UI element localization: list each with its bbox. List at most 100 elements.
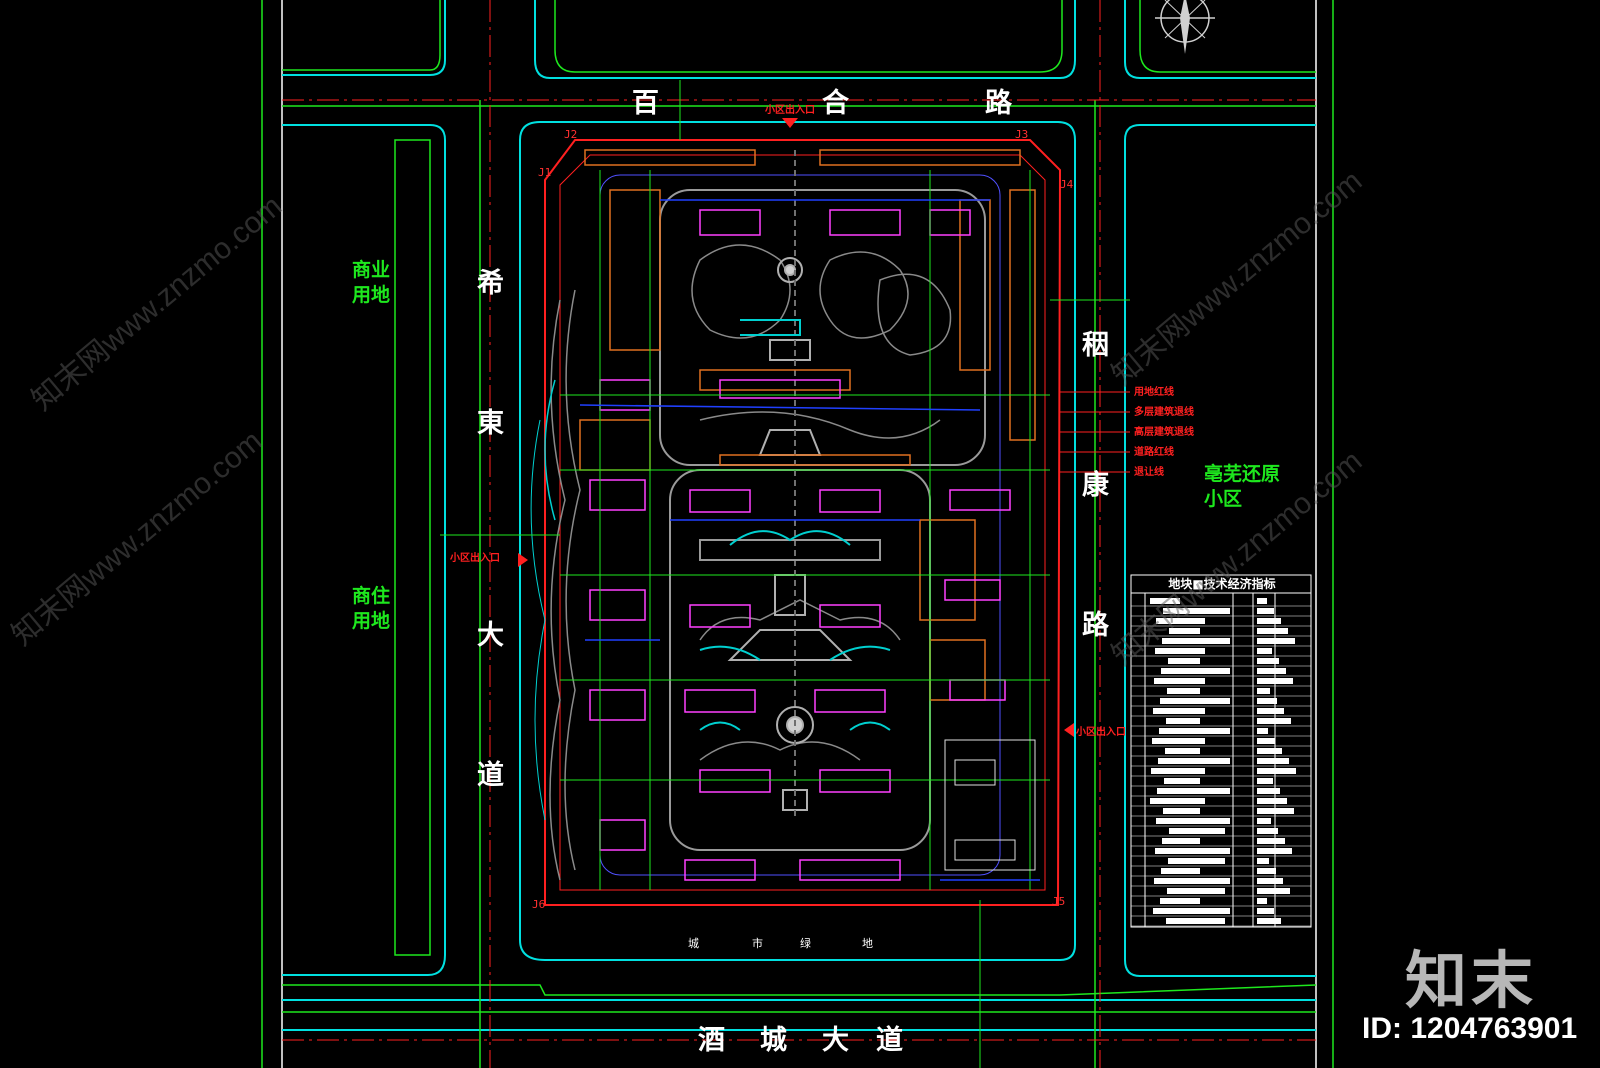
table-row-value — [1257, 858, 1269, 864]
table-row-text — [1154, 878, 1230, 884]
table-row-text — [1151, 768, 1205, 774]
table-row-value — [1257, 678, 1293, 684]
legend-item: 道路红线 — [1134, 447, 1174, 458]
table-row-value — [1257, 898, 1267, 904]
table-row-value — [1257, 888, 1290, 894]
table-row-text — [1165, 748, 1200, 754]
watermark-logo: 知末 — [1405, 944, 1538, 1017]
table-row-text — [1166, 918, 1225, 924]
table-row-text — [1159, 728, 1230, 734]
table-row-value — [1257, 648, 1272, 654]
junction-label: J1 — [538, 166, 552, 179]
table-row-text — [1152, 738, 1205, 744]
table-row-value — [1257, 828, 1278, 834]
legend-item: 高层建筑退线 — [1134, 427, 1194, 438]
land-use-commercial-residential: 商住 用地 — [352, 585, 391, 632]
table-row-text — [1163, 608, 1230, 614]
land-use-neighbor-district: 亳芜还原 小区 — [1204, 463, 1281, 510]
service-block — [944, 739, 1036, 871]
table-row-text — [1157, 788, 1230, 794]
table-row-value — [1257, 598, 1267, 604]
table-row-text — [1158, 758, 1230, 764]
table-row-value — [1257, 918, 1281, 924]
table-row-value — [1257, 778, 1273, 784]
table-row-value — [1257, 628, 1288, 634]
table-row-value — [1257, 688, 1270, 694]
building-magenta-blocks — [589, 209, 1011, 881]
junction-label: J3 — [1015, 128, 1029, 141]
table-row-value — [1257, 738, 1275, 744]
table-row-value — [1257, 698, 1277, 704]
table-row-value — [1257, 728, 1268, 734]
drawing-frame — [261, 0, 1334, 1068]
table-row-text — [1156, 818, 1230, 824]
table-row-text — [1154, 678, 1205, 684]
landscape-areas — [549, 244, 952, 881]
table-row-value — [1257, 668, 1286, 674]
legend-leader-lines — [1060, 391, 1130, 473]
road-name-south-4: 道 — [876, 1025, 903, 1056]
legend-item: 多层建筑退线 — [1134, 407, 1194, 418]
green-grid-lines — [440, 80, 1130, 1068]
entrance-arrow-icon — [518, 118, 1074, 737]
table-row-text — [1169, 828, 1225, 834]
table-row-text — [1167, 688, 1200, 694]
land-use-commercial: 商业 用地 — [352, 259, 391, 306]
table-row-value — [1257, 798, 1287, 804]
road-name-east-1: 秵 — [1082, 330, 1109, 361]
legend-item: 退让线 — [1134, 467, 1164, 478]
table-row-text — [1164, 778, 1200, 784]
road-name-east-2: 康 — [1082, 470, 1109, 501]
junction-label: J5 — [1052, 895, 1066, 908]
entrance-label-east: 小区出入口 — [1076, 727, 1126, 738]
table-row-value — [1257, 908, 1274, 914]
table-row-text — [1166, 718, 1200, 724]
south-strip-label-1: 城 — [688, 937, 699, 950]
road-name-north-3: 路 — [985, 88, 1012, 119]
road-edges — [282, 0, 1316, 1031]
table-row-text — [1162, 638, 1230, 644]
entrance-label-west: 小区出入口 — [450, 553, 500, 564]
water-features — [530, 319, 891, 821]
technical-table-title: 地块■技术经济指标 — [1168, 577, 1276, 591]
technical-table-rows — [1131, 598, 1311, 927]
building-orange-rows — [579, 149, 1036, 701]
road-name-west-4: 道 — [477, 760, 504, 791]
junction-label: J6 — [532, 898, 546, 911]
table-row-text — [1160, 698, 1230, 704]
entrance-label-north: 小区出入口 — [765, 105, 815, 116]
table-row-value — [1257, 748, 1282, 754]
road-name-north-1: 百 — [632, 88, 659, 119]
road-name-north-2: 合 — [822, 88, 849, 119]
table-row-text — [1167, 888, 1225, 894]
legend-item: 用地红线 — [1134, 387, 1174, 398]
table-row-text — [1161, 668, 1230, 674]
table-row-value — [1257, 768, 1296, 774]
table-row-text — [1162, 838, 1200, 844]
south-strip-label-4: 地 — [862, 937, 873, 950]
south-strip-label-3: 绿 — [800, 937, 811, 950]
table-row-value — [1257, 718, 1291, 724]
road-name-south-3: 大 — [822, 1025, 849, 1056]
table-row-text — [1155, 648, 1205, 654]
table-row-text — [1169, 628, 1200, 634]
table-row-text — [1168, 658, 1200, 664]
blue-lines — [579, 199, 1040, 881]
junction-label: J4 — [1060, 178, 1074, 191]
table-row-text — [1153, 908, 1230, 914]
junction-label: J2 — [564, 128, 578, 141]
table-row-value — [1257, 658, 1279, 664]
road-name-east-3: 路 — [1082, 610, 1109, 641]
north-arrow-icon — [1155, 0, 1215, 54]
road-center-lines — [282, 0, 1316, 1068]
road-name-south-2: 城 — [760, 1025, 787, 1056]
south-strip-label-2: 市 — [752, 937, 763, 950]
table-row-text — [1161, 868, 1200, 874]
table-row-value — [1257, 708, 1284, 714]
table-row-value — [1257, 868, 1276, 874]
road-name-south-1: 酒 — [698, 1025, 725, 1056]
table-row-text — [1163, 808, 1200, 814]
table-row-value — [1257, 818, 1271, 824]
table-row-text — [1155, 848, 1230, 854]
